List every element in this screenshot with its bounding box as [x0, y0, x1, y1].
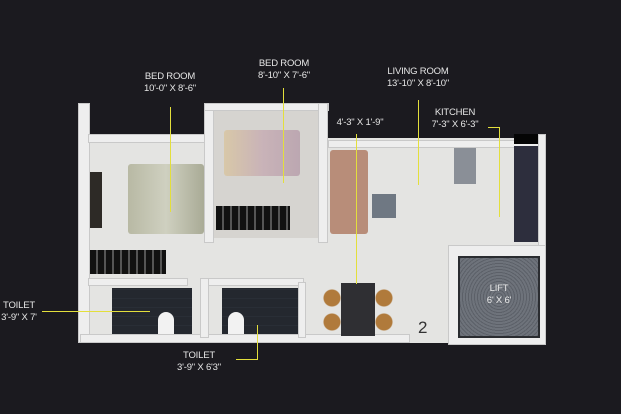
leader-bedroom1: [170, 107, 171, 212]
wall-living-top: [328, 140, 540, 148]
wall-toilet2-top: [208, 278, 304, 286]
bedroom2-size: 8'-10" X 7'-6": [258, 70, 310, 81]
wardrobe-2: [216, 206, 290, 230]
kitchen-counter: [514, 146, 538, 242]
wc-2: [228, 312, 244, 334]
leader-kitchen-v: [499, 127, 500, 217]
wall-bed2-top: [204, 103, 329, 111]
bed-2: [224, 130, 300, 176]
leader-toilet2-v: [257, 325, 258, 360]
label-bedroom1: BED ROOM 10'-0" X 8'-6": [128, 71, 212, 95]
wall-bottom: [80, 334, 410, 343]
coffee-table: [372, 194, 396, 218]
leader-dining: [356, 134, 357, 284]
kitchen-size: 7'-3" X 6'-3": [431, 119, 479, 130]
wall-toilet-divider: [200, 278, 209, 338]
leader-living: [418, 100, 419, 185]
shaft: [514, 134, 538, 144]
fridge: [454, 148, 476, 184]
living-size: 13'-10" X 8'-10": [386, 78, 450, 89]
unit-number: 2: [418, 318, 428, 337]
bedroom2-name: BED ROOM: [258, 58, 310, 69]
lift-size: 6' X 6': [486, 295, 512, 306]
living-name: LIVING ROOM: [387, 66, 449, 77]
bed-1: [128, 164, 204, 234]
label-kitchen: KITCHEN 7'-3" X 6'-3": [425, 107, 485, 131]
leader-bedroom2: [283, 88, 284, 183]
wc-1: [158, 312, 174, 334]
wall-toilets-top: [88, 278, 188, 286]
lift-car: [458, 256, 540, 338]
sofa: [330, 150, 368, 234]
wall-bed1-top: [88, 134, 206, 143]
toilet2-name: TOILET: [183, 350, 215, 361]
wall-bed2-left: [204, 103, 214, 243]
leader-toilet1: [42, 311, 150, 312]
tv-unit-1: [90, 172, 102, 228]
toilet1-name: TOILET: [3, 300, 35, 311]
wall-left: [78, 103, 90, 343]
lift-label: LIFT 6' X 6': [458, 283, 540, 307]
toilet2-size: 3'-9" X 6'3": [177, 362, 221, 373]
kitchen-name: KITCHEN: [434, 107, 476, 118]
leader-kitchen-h: [488, 127, 500, 128]
label-dining: 4'-3" X 1'-9": [330, 117, 390, 129]
leader-toilet2-h: [236, 359, 257, 360]
wardrobe-1: [90, 250, 166, 274]
lift-name: LIFT: [489, 283, 509, 294]
label-bedroom2: BED ROOM 8'-10" X 7'-6": [242, 58, 326, 82]
wall-toilet2-right: [298, 282, 306, 338]
toilet1-size: 3'-9" X 7': [1, 312, 37, 323]
toilet-1-floor: [112, 288, 192, 334]
label-toilet1: TOILET 3'-9" X 7': [0, 300, 44, 324]
bedroom1-size: 10'-0" X 8'-6": [144, 83, 196, 94]
dining-size: 4'-3" X 1'-9": [336, 117, 384, 128]
dining-table: [341, 283, 375, 336]
label-living: LIVING ROOM 13'-10" X 8'-10": [373, 66, 463, 90]
label-toilet2: TOILET 3'-9" X 6'3": [166, 350, 232, 374]
bedroom1-name: BED ROOM: [144, 71, 196, 82]
wall-bed2-right: [318, 103, 328, 243]
wall-right: [538, 134, 546, 344]
